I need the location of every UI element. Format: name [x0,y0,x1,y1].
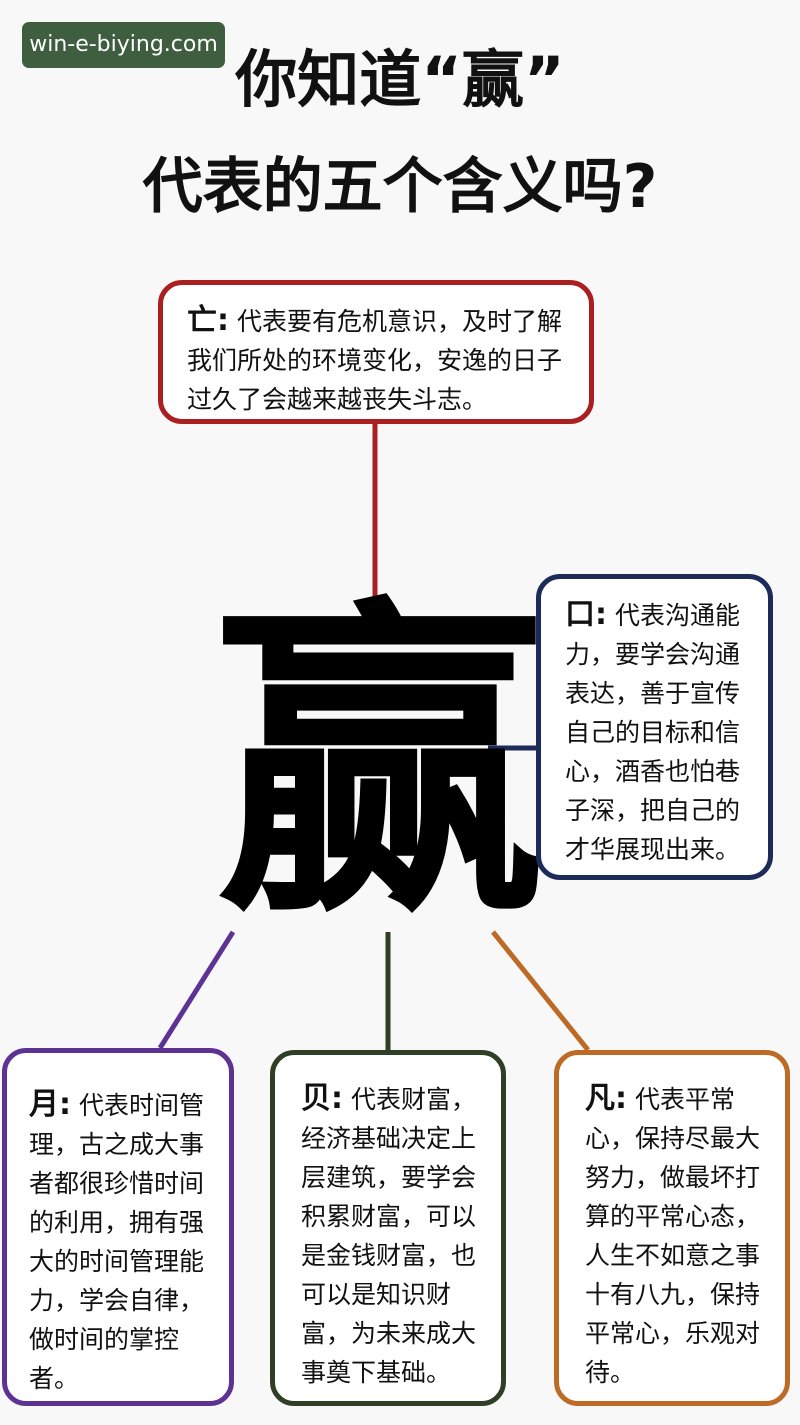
box-bei-head: 贝: [301,1081,343,1116]
title-line-1: 你知道“赢” [235,43,565,116]
connector-yue [157,930,236,1050]
box-yue: 月: 代表时间管理，古之成大事者都很珍惜时间的利用，拥有强大的时间管理能力，学会… [2,1048,234,1406]
box-wang-head: 亡: [187,303,229,338]
box-bei-text: 代表财富，经济基础决定上层建筑，要学会积累财富，可以是金钱财富，也可以是知识财富… [301,1085,477,1387]
center-character: 赢 [215,573,545,957]
box-fan-head: 凡: [585,1081,627,1116]
box-yue-text: 代表时间管理，古之成大事者都很珍惜时间的利用，拥有强大的时间管理能力，学会自律，… [29,1091,205,1393]
box-fan: 凡: 代表平常心，保持尽最大努力，做最坏打算的平常心态，人生不如意之事十有八九，… [554,1050,790,1406]
title-line-2: 代表的五个含义吗? [142,152,658,222]
box-bei: 贝: 代表财富，经济基础决定上层建筑，要学会积累财富，可以是金钱财富，也可以是知… [270,1050,506,1406]
connector-fan [491,930,590,1052]
box-yue-head: 月: [29,1087,71,1122]
box-fan-text: 代表平常心，保持尽最大努力，做最坏打算的平常心态，人生不如意之事十有八九，保持平… [585,1085,761,1387]
box-kou-head: 口: [565,597,607,632]
box-wang: 亡: 代表要有危机意识，及时了解我们所处的环境变化，安逸的日子过久了会越来越丧失… [158,280,594,424]
watermark-badge: win-e-biying.com [22,22,225,68]
box-wang-text: 代表要有危机意识，及时了解我们所处的环境变化，安逸的日子过久了会越来越丧失斗志。 [187,307,563,414]
box-kou: 口: 代表沟通能力，要学会沟通表达，善于宣传自己的目标和信心，酒香也怕巷子深，把… [536,574,773,880]
box-kou-text: 代表沟通能力，要学会沟通表达，善于宣传自己的目标和信心，酒香也怕巷子深，把自己的… [565,601,741,864]
